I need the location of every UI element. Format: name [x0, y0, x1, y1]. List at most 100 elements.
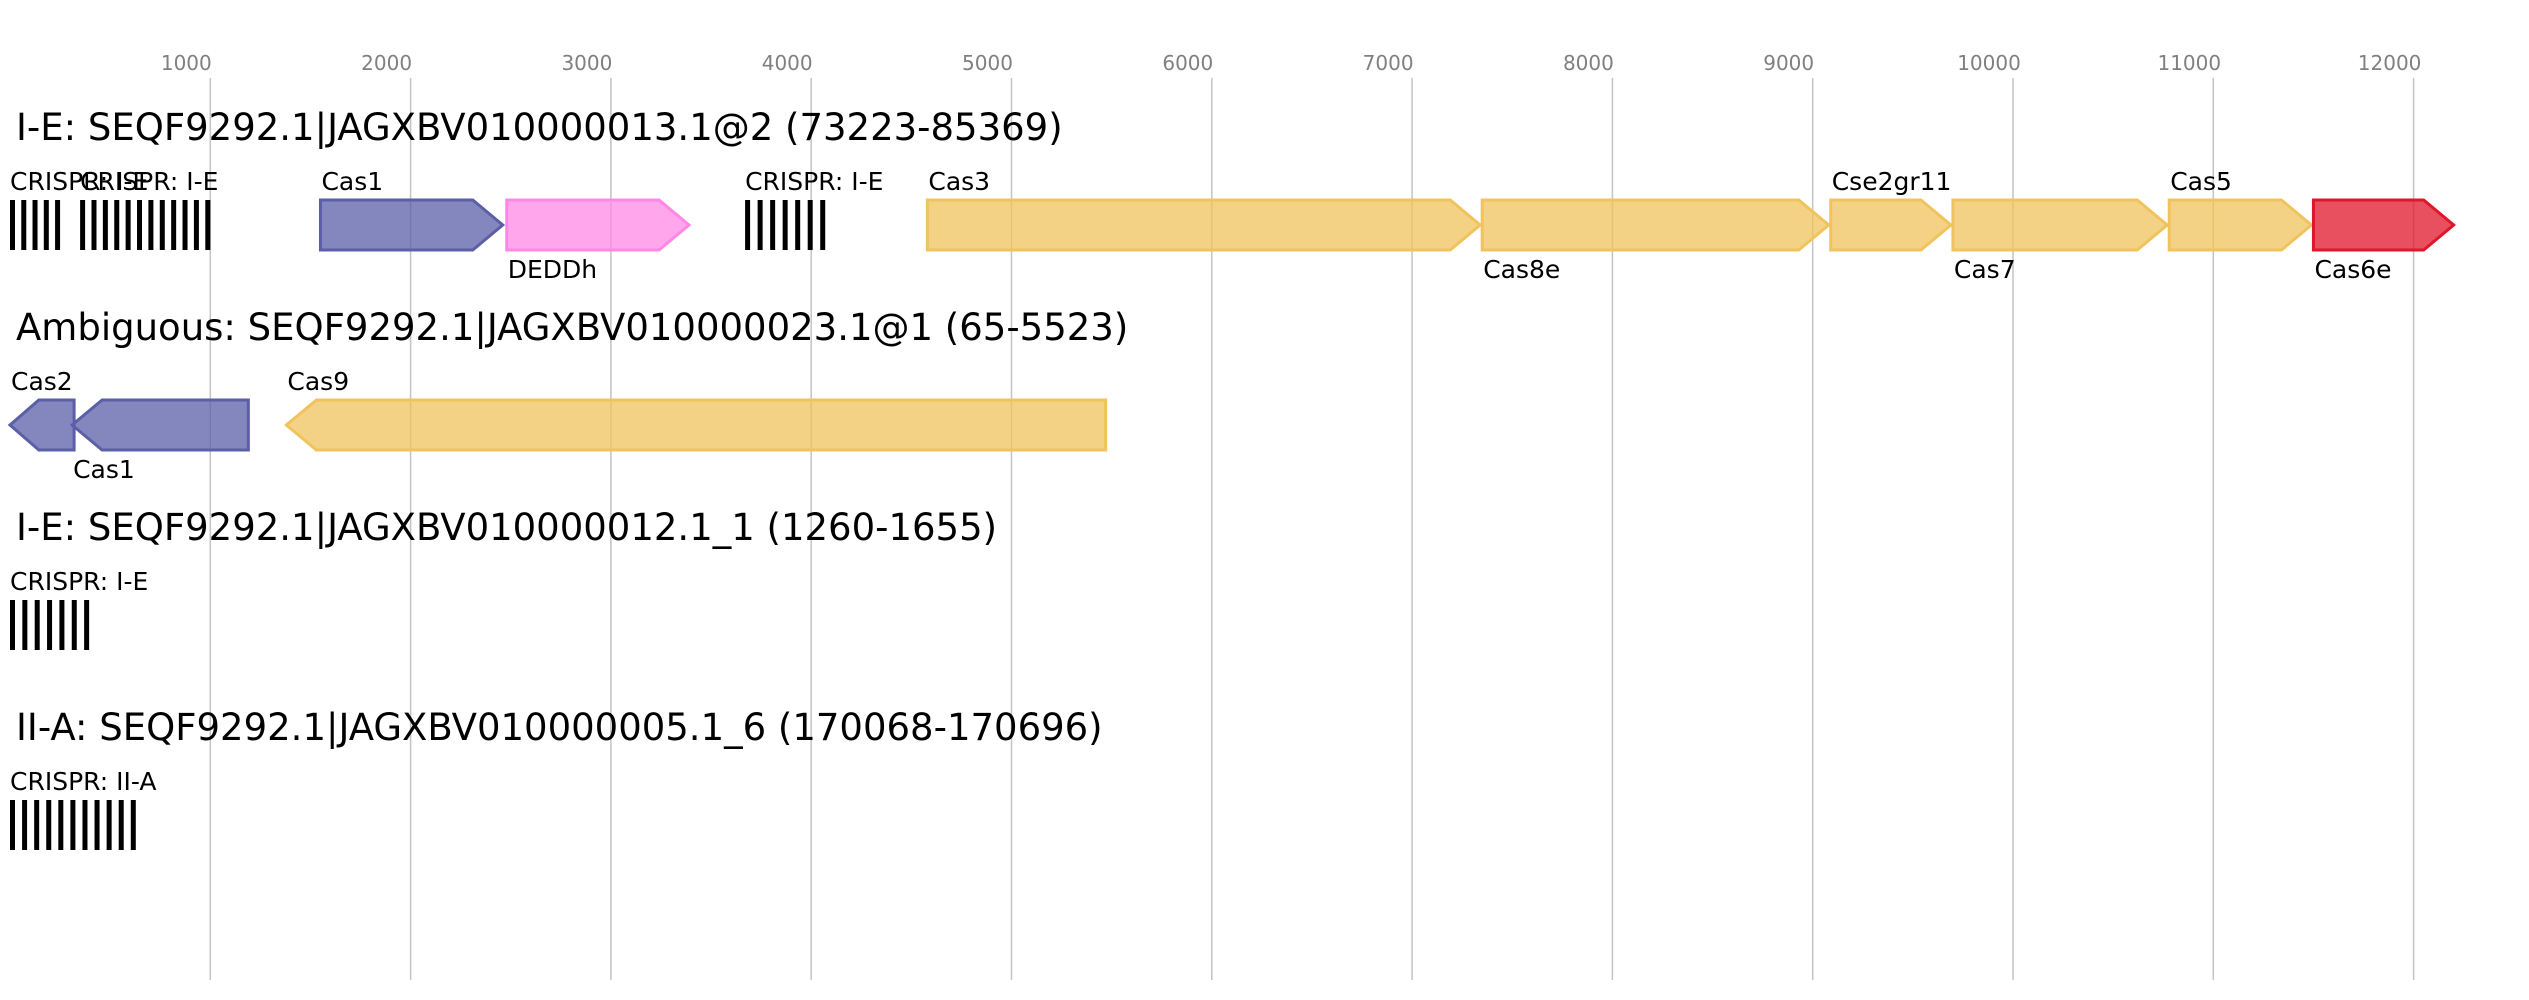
crispr-repeat	[182, 200, 188, 250]
crispr-repeat	[130, 800, 136, 850]
axis-tick-label: 3000	[561, 51, 612, 75]
axis-tick-label: 1000	[161, 51, 212, 75]
crispr-repeat	[125, 200, 131, 250]
crispr-repeat	[80, 200, 86, 250]
track-title: Ambiguous: SEQF9292.1|JAGXBV010000023.1@…	[16, 306, 1128, 349]
axis-tick-label: 10000	[1957, 51, 2021, 75]
crispr-repeat	[71, 600, 77, 650]
crispr-repeat	[94, 800, 100, 850]
crispr-array[interactable]: CRISPR: I-E	[10, 567, 148, 650]
crispr-repeat	[55, 200, 61, 250]
track: I-E: SEQF9292.1|JAGXBV010000012.1_1 (126…	[10, 506, 997, 650]
crispr-repeat	[47, 600, 53, 650]
track: I-E: SEQF9292.1|JAGXBV010000013.1@2 (732…	[10, 106, 2457, 284]
gene-label: Cas8e	[1483, 255, 1560, 284]
gene-arrow[interactable]	[505, 198, 692, 252]
crispr-repeat	[22, 800, 28, 850]
gene-arrow[interactable]	[7, 398, 76, 452]
gene-cas1[interactable]: Cas1	[318, 167, 506, 252]
gene-arrow[interactable]	[2311, 198, 2457, 252]
crispr-repeat	[118, 800, 124, 850]
gene-cas3[interactable]: Cas3	[925, 167, 1483, 252]
crispr-array[interactable]: CRISPR: I-E	[80, 167, 218, 250]
crispr-repeat	[46, 800, 52, 850]
gene-label: Cas9	[287, 367, 349, 396]
crispr-repeat	[745, 200, 751, 250]
gene-cas8e[interactable]: Cas8e	[1480, 198, 1832, 284]
crispr-repeat	[70, 800, 76, 850]
axis-tick-label: 8000	[1563, 51, 1614, 75]
crispr-repeat	[807, 200, 813, 250]
gene-arrow[interactable]	[318, 198, 506, 252]
gene-cas7[interactable]: Cas7	[1951, 198, 2170, 284]
crispr-repeat	[34, 800, 40, 850]
gene-arrow[interactable]	[69, 398, 250, 452]
crispr-repeat	[32, 200, 38, 250]
track: Ambiguous: SEQF9292.1|JAGXBV010000023.1@…	[7, 306, 1128, 484]
axis-tick-label: 6000	[1162, 51, 1213, 75]
crispr-repeat	[193, 200, 199, 250]
crispr-array[interactable]: CRISPR: I-E	[745, 167, 883, 250]
gene-cas1[interactable]: Cas1	[69, 398, 250, 484]
crispr-repeat	[43, 200, 49, 250]
tracks: I-E: SEQF9292.1|JAGXBV010000013.1@2 (732…	[7, 106, 2457, 850]
gene-label: Cas6e	[2314, 255, 2391, 284]
crispr-repeat	[820, 200, 826, 250]
crispr-repeat	[58, 800, 64, 850]
gene-arrow[interactable]	[1480, 198, 1832, 252]
crispr-label: CRISPR: II-A	[10, 767, 156, 796]
crispr-repeat	[171, 200, 177, 250]
crispr-repeat	[795, 200, 801, 250]
crispr-repeat	[205, 200, 211, 250]
crispr-label: CRISPR: I-E	[10, 567, 148, 596]
gene-cas9[interactable]: Cas9	[284, 367, 1108, 452]
gene-label: Cas5	[2170, 167, 2232, 196]
gene-label: Cas1	[321, 167, 383, 196]
crispr-repeat	[782, 200, 788, 250]
gene-deddh[interactable]: DEDDh	[505, 198, 692, 284]
gene-arrow[interactable]	[284, 398, 1108, 452]
gene-label: Cas1	[73, 455, 135, 484]
crispr-repeat	[757, 200, 763, 250]
crispr-repeat	[21, 200, 27, 250]
crispr-repeat	[106, 800, 112, 850]
axis-tick-label: 2000	[361, 51, 412, 75]
axis-tick-label: 9000	[1763, 51, 1814, 75]
crispr-repeat	[770, 200, 776, 250]
crispr-label: CRISPR: I-E	[10, 167, 148, 196]
gene-arrow[interactable]	[1951, 198, 2170, 252]
gene-cas5[interactable]: Cas5	[2167, 167, 2314, 252]
gene-label: Cse2gr11	[1832, 167, 1952, 196]
crispr-repeat	[148, 200, 154, 250]
gene-arrow[interactable]	[1829, 198, 1954, 252]
crispr-repeat	[137, 200, 143, 250]
track-title: I-E: SEQF9292.1|JAGXBV010000012.1_1 (126…	[16, 506, 997, 549]
gene-cas6e[interactable]: Cas6e	[2311, 198, 2457, 284]
axis-tick-label: 12000	[2358, 51, 2422, 75]
crispr-repeat	[114, 200, 120, 250]
gene-cse2gr11[interactable]: Cse2gr11	[1829, 167, 1954, 252]
crispr-repeat	[10, 800, 15, 850]
crispr-repeat	[84, 600, 90, 650]
track: II-A: SEQF9292.1|JAGXBV010000005.1_6 (17…	[10, 706, 1103, 850]
axis-tick-label: 4000	[762, 51, 813, 75]
crispr-repeat	[91, 200, 97, 250]
track-title: I-E: SEQF9292.1|JAGXBV010000013.1@2 (732…	[16, 106, 1063, 149]
crispr-repeat	[59, 600, 65, 650]
gene-label: DEDDh	[508, 255, 597, 284]
crispr-label: CRISPR: I-E	[80, 167, 218, 196]
crispr-repeat	[10, 600, 15, 650]
gene-arrow[interactable]	[2167, 198, 2314, 252]
gene-label: Cas2	[11, 367, 73, 396]
crispr-array[interactable]: CRISPR: I-E	[10, 167, 148, 250]
crispr-repeat	[159, 200, 165, 250]
crispr-array[interactable]: CRISPR: II-A	[10, 767, 156, 850]
crispr-repeat	[82, 800, 88, 850]
crispr-repeat	[22, 600, 28, 650]
gene-arrow[interactable]	[925, 198, 1483, 252]
track-title: II-A: SEQF9292.1|JAGXBV010000005.1_6 (17…	[16, 706, 1103, 749]
gene-cas2[interactable]: Cas2	[7, 367, 76, 452]
axis-tick-label: 7000	[1363, 51, 1414, 75]
